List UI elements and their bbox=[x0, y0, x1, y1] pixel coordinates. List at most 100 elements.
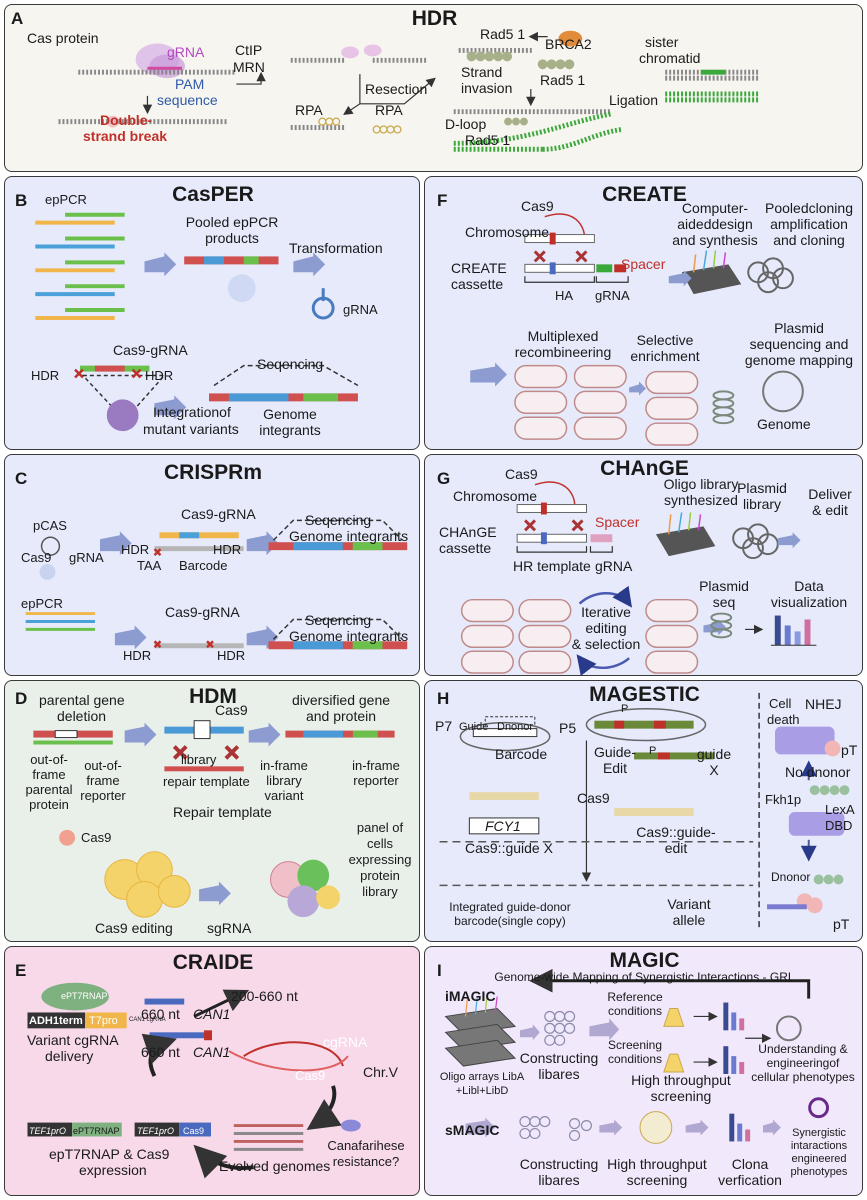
label-cas9-guide-x: Cas9::guide X bbox=[465, 840, 553, 856]
label-expression-1: epT7RNAP & Cas9 bbox=[49, 1146, 170, 1162]
label-ifl-2: library bbox=[266, 773, 302, 788]
label-hdr-2: HDR bbox=[213, 542, 242, 557]
label-guide: Guide bbox=[459, 721, 489, 733]
panel-g-letter: G bbox=[437, 469, 451, 488]
label-und-3: cellular phenotypes bbox=[751, 1070, 855, 1084]
label-tef1-b: TEF1prO bbox=[137, 1126, 175, 1136]
label-adh1term: ADH1term bbox=[29, 1015, 83, 1027]
label-barcode: Barcode bbox=[179, 558, 228, 573]
label-integ-2: barcode(single copy) bbox=[454, 914, 566, 928]
label-ha: HA bbox=[555, 288, 574, 303]
label-pool-2: amplification bbox=[770, 216, 848, 232]
label-tef1-a: TEF1prO bbox=[29, 1126, 67, 1136]
label-ref-2: conditions bbox=[607, 1004, 663, 1018]
label-nhej: NHEJ bbox=[805, 696, 842, 712]
label-cas9: Cas9 bbox=[577, 790, 610, 806]
label-repair-template: repair template bbox=[163, 774, 250, 789]
label-panel-2: cells bbox=[366, 836, 393, 851]
panel-h-letter: H bbox=[437, 689, 450, 708]
label-ept7rnap-b: ePT7RNAP bbox=[73, 1126, 120, 1136]
panel-a-letter: A bbox=[11, 9, 24, 28]
label-integrants: integrants bbox=[259, 422, 321, 438]
label-magic-subtitle: Genome-wide Mapping of Synergistic Inter… bbox=[494, 970, 795, 984]
label-strand-2: invasion bbox=[461, 80, 513, 96]
label-chromosome: Chromosome bbox=[453, 488, 538, 504]
label-plas-3: genome mapping bbox=[744, 352, 854, 368]
label-scr-2: conditions bbox=[607, 1052, 663, 1066]
label-pam: PAM bbox=[175, 76, 205, 92]
label-lexa: LexA bbox=[825, 802, 855, 817]
panel-h-title: MAGESTIC bbox=[589, 683, 700, 706]
label-pool-1: Pooledcloning bbox=[765, 200, 853, 216]
label-panel-3: expressing bbox=[348, 852, 412, 867]
label-chrv: Chr.V bbox=[363, 1064, 399, 1080]
panel-h-magestic: MAGESTIC H P7 Guide Dnonor P5 Barcode P … bbox=[424, 680, 863, 942]
label-pseq-1: Plasmid bbox=[699, 578, 749, 594]
label-imagic: iMAGIC bbox=[445, 988, 496, 1004]
label-iter-2: editing bbox=[585, 620, 627, 636]
label-oofr-3: reporter bbox=[80, 788, 126, 803]
label-genome: Genome bbox=[757, 416, 811, 432]
panel-i-letter: I bbox=[437, 961, 442, 980]
label-cas9-grna-1: Cas9-gRNA bbox=[181, 506, 256, 522]
label-dsb-1: Double- bbox=[100, 112, 153, 128]
label-660nt-mid: 660 nt bbox=[141, 1044, 180, 1060]
label-p-a: P bbox=[621, 703, 629, 715]
label-p7: P7 bbox=[435, 718, 453, 734]
label-cgrna: cgRNA bbox=[323, 1034, 368, 1050]
label-fkh1p: Fkh1p bbox=[765, 792, 802, 807]
label-sequence: sequence bbox=[157, 92, 218, 108]
label-hdr-3: HDR bbox=[123, 648, 152, 663]
label-ref-1: Reference bbox=[607, 990, 663, 1004]
panel-c-title: CRISPRm bbox=[163, 461, 263, 484]
label-grna: gRNA bbox=[595, 558, 633, 574]
label-spacer: Spacer bbox=[595, 514, 640, 530]
label-chromosome: Chromosome bbox=[465, 224, 550, 240]
label-products: products bbox=[205, 230, 259, 246]
label-fcy1: FCY1 bbox=[485, 818, 521, 834]
label-cas9-b: Cas9 bbox=[183, 1126, 205, 1136]
label-data-2: visualization bbox=[770, 594, 848, 610]
label-parental-gene: parental gene bbox=[39, 692, 125, 708]
label-grna: gRNA bbox=[595, 288, 630, 303]
label-cas9: Cas9 bbox=[21, 550, 52, 565]
label-cana-2: resistance? bbox=[332, 1154, 400, 1169]
panel-d-letter: D bbox=[15, 689, 28, 708]
label-guide-x-2: X bbox=[709, 762, 719, 778]
label-variant-1: Variant bbox=[667, 896, 711, 912]
label-variant-cgrna: Variant cgRNA bbox=[27, 1032, 119, 1048]
label-pseq-2: seq bbox=[712, 594, 736, 610]
label-strand-1: Strand bbox=[461, 64, 503, 80]
label-sel-1: Selective bbox=[636, 332, 694, 348]
panel-c-crisprm: CRISPRm C pCAS Cas9 gRNA Cas9-gRNA HDR T… bbox=[4, 454, 420, 676]
label-cas9-grna: Cas9-gRNA bbox=[113, 342, 188, 358]
label-expression-2: expression bbox=[79, 1162, 147, 1178]
label-can1-top: CAN1 bbox=[193, 1006, 231, 1022]
label-cas-protein: Cas protein bbox=[27, 30, 99, 46]
panel-d-title: HDM bbox=[189, 685, 237, 708]
label-ifr-2: reporter bbox=[353, 773, 399, 788]
label-ifl-3: variant bbox=[264, 788, 304, 803]
label-cas9-editing: Cas9 editing bbox=[95, 920, 173, 936]
label-grna: gRNA bbox=[167, 44, 205, 60]
label-ht-3: High throughput bbox=[607, 1156, 707, 1172]
label-can1-cgrna: CAN1 cgRNA bbox=[129, 1017, 166, 1023]
label-multi-1: Multiplexed bbox=[527, 328, 599, 344]
label-dnonor-2: Dnonor bbox=[771, 870, 811, 884]
label-ht-2: screening bbox=[650, 1088, 712, 1104]
label-panel-4: protein bbox=[360, 868, 400, 883]
panel-b-casper: CasPER B epPCR Pooled epPCR products Tra… bbox=[4, 176, 420, 450]
label-cas9: Cas9 bbox=[521, 198, 554, 214]
label-dbd: DBD bbox=[825, 818, 853, 833]
label-plib-2: library bbox=[742, 496, 782, 512]
label-guide-edit-1: Guide- bbox=[593, 744, 637, 760]
label-clona-1: Clona bbox=[731, 1156, 769, 1172]
label-resection: Resection bbox=[365, 81, 428, 97]
label-cana-1: Canafarihese bbox=[327, 1138, 405, 1153]
label-syn-1: Synergistic bbox=[792, 1127, 846, 1139]
label-plib-1: Plasmid bbox=[737, 480, 787, 496]
panel-b-letter: B bbox=[15, 191, 28, 210]
label-cell: Cell bbox=[769, 696, 792, 711]
label-ifr-1: in-frame bbox=[352, 758, 400, 773]
label-sgrna: sgRNA bbox=[207, 920, 252, 936]
